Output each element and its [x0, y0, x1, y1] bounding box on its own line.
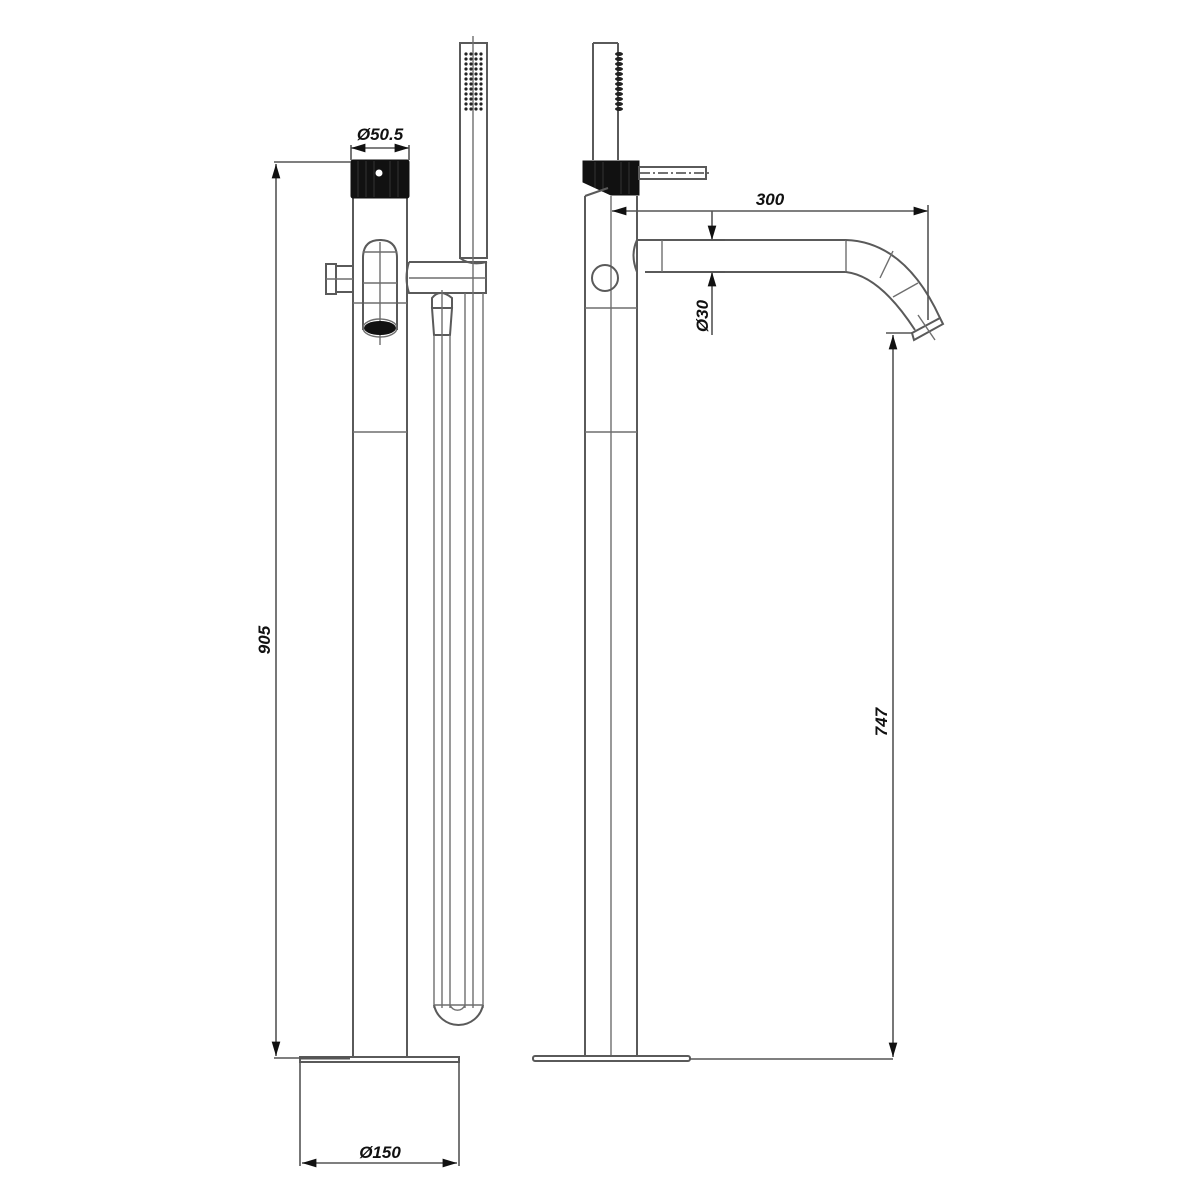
- base-plate-front: [299, 1056, 460, 1063]
- spout-diameter-label: Ø30: [693, 299, 712, 332]
- hand-shower: [459, 36, 488, 265]
- diverter-button: [325, 263, 354, 295]
- handle-knurl-side: [582, 160, 712, 197]
- spout-side: [632, 239, 945, 342]
- spray-nozzles-side: [615, 52, 623, 111]
- base-diameter-label: Ø150: [359, 1143, 401, 1162]
- dimension-spout-height: 747: [872, 332, 912, 1057]
- dimension-total-height: 905: [255, 161, 351, 1059]
- spout-front: [362, 238, 398, 345]
- spout-height-label: 747: [872, 706, 891, 736]
- shower-bracket: [405, 261, 487, 345]
- hand-shower-side: [592, 42, 623, 160]
- spray-nozzles: [464, 52, 483, 111]
- dimension-spout-reach: 300: [612, 190, 929, 320]
- base-plate-side: [532, 1055, 893, 1062]
- dimension-base-diameter: Ø150: [299, 1062, 460, 1168]
- side-view: 300 Ø30 747: [532, 42, 945, 1062]
- front-view: Ø50.5 905 Ø150: [255, 36, 488, 1168]
- dimension-spout-diameter: Ø30: [693, 211, 725, 335]
- handle-knurl-front: [350, 159, 410, 199]
- dimension-handle-diameter: Ø50.5: [350, 125, 410, 160]
- shower-hose: [433, 262, 484, 1026]
- total-height-label: 905: [255, 625, 274, 654]
- handle-diameter-label: Ø50.5: [357, 125, 404, 144]
- mixer-column-side: [584, 196, 638, 1057]
- spout-reach-label: 300: [756, 190, 785, 209]
